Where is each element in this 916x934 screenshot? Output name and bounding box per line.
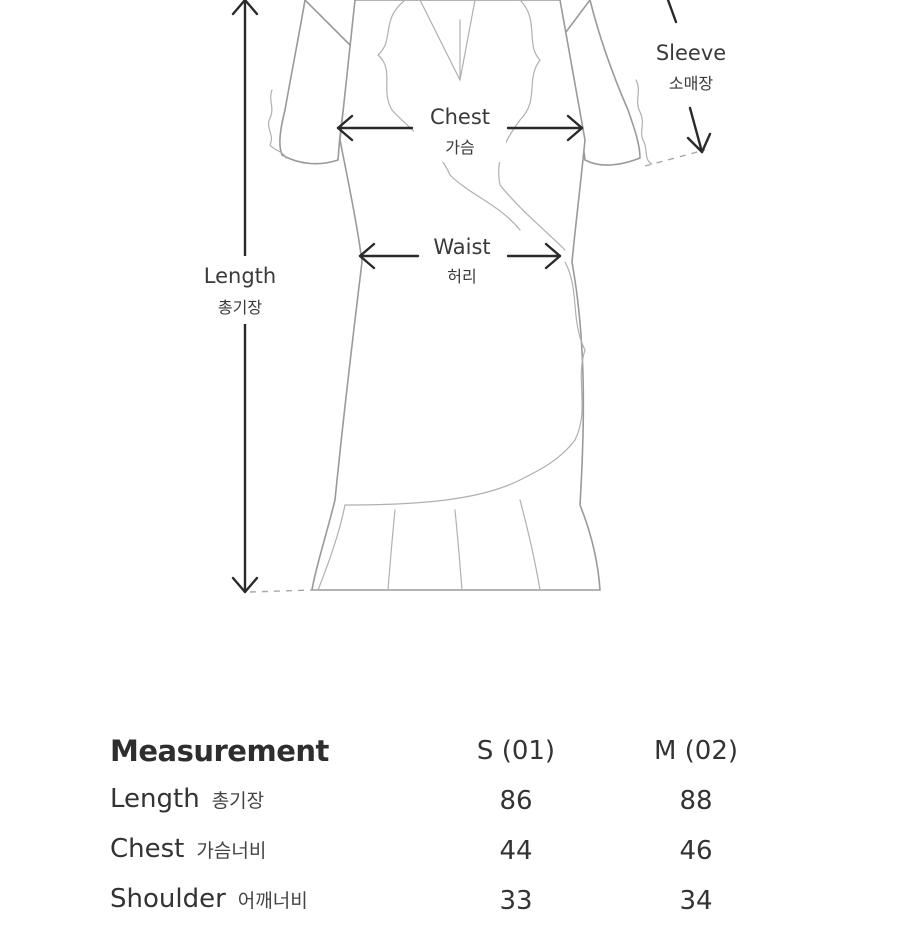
value-s: 33 xyxy=(499,886,533,916)
table-title: Measurement xyxy=(110,734,329,768)
dress-measurement-diagram: Length 총기장 Chest 가슴 Waist 허리 Sleeve 소매장 xyxy=(203,0,727,594)
row-label: Chest 가슴너비 xyxy=(110,834,266,864)
size-s-header: S (01) xyxy=(476,736,556,766)
row-label-ko: 어깨너비 xyxy=(237,890,308,912)
row-label: Shoulder 어깨너비 xyxy=(110,884,308,914)
sleeve-label: Sleeve xyxy=(656,41,726,65)
value-m: 34 xyxy=(679,886,713,916)
table-row: Length 총기장 86 88 xyxy=(110,784,810,834)
waist-label: Waist xyxy=(433,235,490,259)
chest-arrow xyxy=(336,114,584,142)
value-s: 86 xyxy=(499,786,533,816)
length-guide-line xyxy=(249,589,313,593)
table-row: Shoulder 어깨너비 33 34 xyxy=(110,884,810,934)
row-label-ko: 가슴너비 xyxy=(196,840,267,862)
table-header-row: Measurement S (01) M (02) xyxy=(110,722,810,784)
dress-body-shape xyxy=(311,0,601,591)
waist-arrow xyxy=(358,242,562,270)
row-label-en: Chest xyxy=(110,834,185,864)
measurement-table: Measurement S (01) M (02) Length 총기장 86 8… xyxy=(110,722,810,934)
dress-illustration xyxy=(267,0,653,591)
value-m: 46 xyxy=(679,836,713,866)
value-m: 88 xyxy=(679,786,713,816)
sleeve-guide-line xyxy=(644,149,706,167)
row-label: Length 총기장 xyxy=(110,784,264,814)
size-m-header: M (02) xyxy=(653,736,739,766)
row-label-en: Length xyxy=(110,784,200,814)
chest-label: Chest xyxy=(430,105,490,129)
sleeve-arrow xyxy=(666,0,712,154)
chest-label-ko: 가슴 xyxy=(445,138,474,157)
sleeve-label-ko: 소매장 xyxy=(669,74,713,93)
row-label-ko: 총기장 xyxy=(211,790,265,812)
value-s: 44 xyxy=(499,836,533,866)
length-label-ko: 총기장 xyxy=(218,298,262,317)
table-row: Chest 가슴너비 44 46 xyxy=(110,834,810,884)
length-label: Length xyxy=(204,264,276,288)
row-label-en: Shoulder xyxy=(110,884,226,914)
waist-label-ko: 허리 xyxy=(447,267,476,286)
